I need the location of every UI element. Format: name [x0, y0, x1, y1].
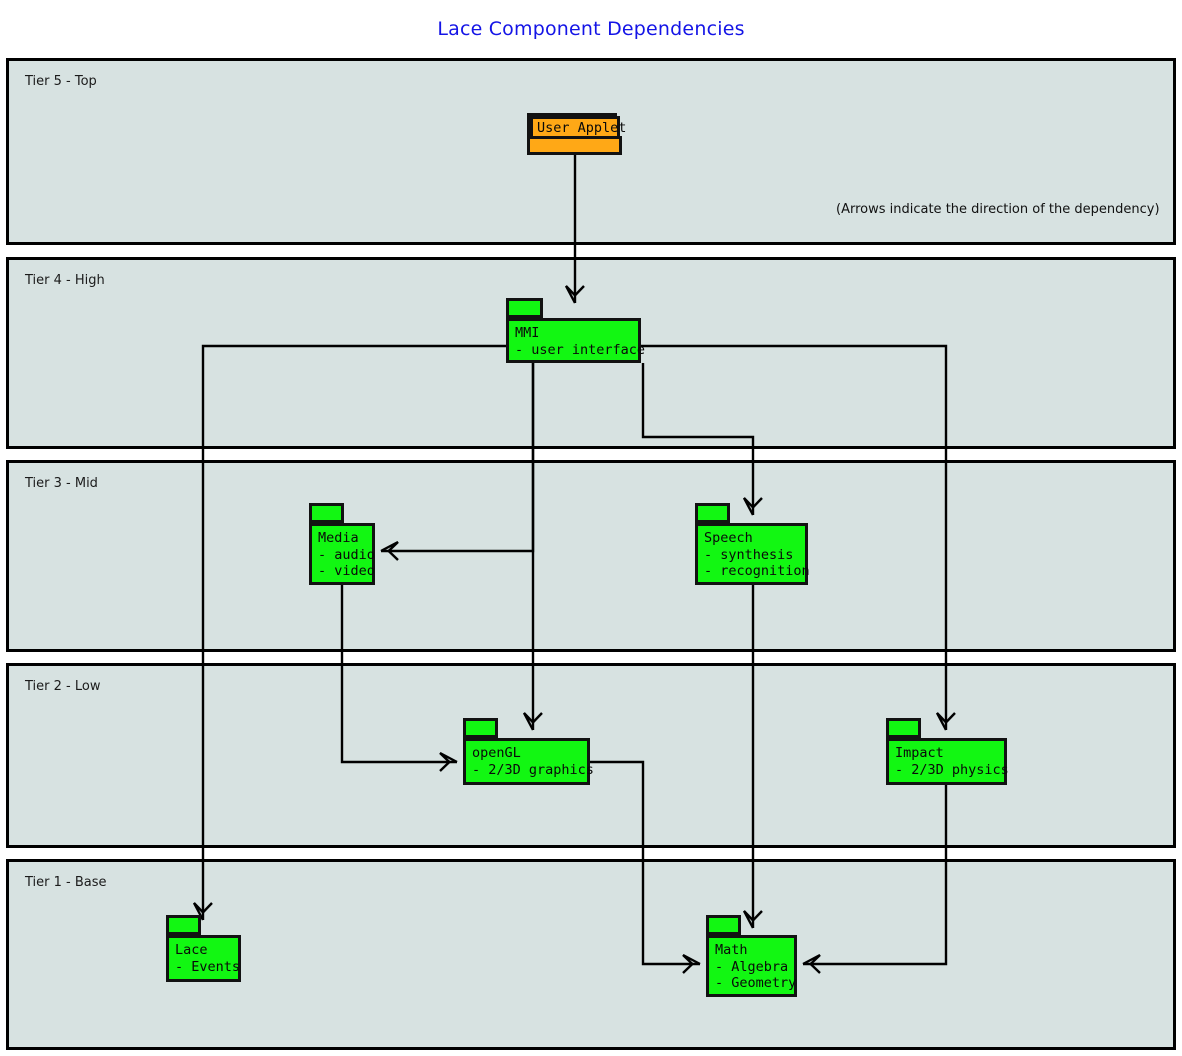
component-line: Media — [318, 530, 359, 546]
component-line: - Geometry — [715, 975, 797, 991]
component-line: MMI — [515, 325, 540, 341]
dependency-arrow-impact-to-math — [802, 785, 948, 974]
component-line: - recognition — [704, 563, 810, 579]
component-line: - 2/3D graphics — [472, 761, 594, 778]
dependency-arrow-mmi-to-lace — [192, 344, 506, 921]
component-body-lace: Lace- Events — [166, 935, 241, 982]
component-line: Math — [715, 942, 748, 958]
package-tab-icon — [309, 503, 344, 523]
tier-label: Tier 2 - Low — [25, 679, 101, 694]
component-body-impact: Impact- 2/3D physics — [886, 738, 1009, 785]
component-line: - video — [318, 563, 375, 579]
component-line: openGL — [472, 745, 521, 761]
dependency-arrow-mmi-to-media — [380, 363, 535, 561]
component-line: - Events — [175, 958, 241, 975]
package-tab-icon — [506, 298, 543, 318]
package-tab-icon — [463, 718, 498, 738]
component-line: - Algebra — [715, 958, 789, 975]
tier-label: Tier 3 - Mid — [25, 476, 98, 491]
tier-label: Tier 5 - Top — [25, 74, 97, 89]
dependency-arrow-mmi-to-opengl — [522, 363, 543, 731]
dependency-arrow-opengl-to-math — [590, 760, 701, 974]
dependency-arrow-mmi-to-impact — [641, 344, 956, 731]
component-body-mmi: MMI- user interface — [506, 318, 646, 363]
component-body-opengl: openGL- 2/3D graphics — [463, 738, 594, 785]
package-tab-icon — [706, 915, 741, 935]
component-line: - user interface — [515, 341, 646, 358]
component-line: Lace — [175, 942, 208, 958]
component-label-user-applet: User Applet — [530, 116, 626, 139]
package-tab-icon — [886, 718, 921, 738]
component-line: Speech — [704, 530, 753, 546]
component-line: Impact — [895, 745, 944, 761]
package-tab-icon — [166, 915, 201, 935]
dependency-arrow-mmi-to-speech — [641, 363, 763, 516]
package-tab-icon — [695, 503, 730, 523]
dependency-arrow-media-to-opengl — [340, 585, 458, 772]
tier-panel-tier2: Tier 2 - Low — [6, 663, 1176, 848]
dependency-arrow-applet-to-mmi — [564, 155, 585, 304]
tier-label: Tier 1 - Base — [25, 875, 107, 890]
component-body-user-applet: User Applet — [527, 116, 626, 155]
dependency-arrow-speech-to-math — [742, 585, 763, 929]
component-line: - 2/3D physics — [895, 761, 1009, 778]
component-body-speech: Speech- synthesis- recognition — [695, 523, 810, 585]
arrow-direction-note: (Arrows indicate the direction of the de… — [836, 202, 1160, 217]
component-body-media: Media- audio- video — [309, 523, 375, 585]
component-line: - synthesis — [704, 546, 794, 563]
component-line: - audio — [318, 546, 375, 563]
component-body-math: Math- Algebra- Geometry — [706, 935, 797, 997]
tier-label: Tier 4 - High — [25, 273, 105, 288]
page-title: Lace Component Dependencies — [437, 18, 745, 40]
tier-panel-tier3: Tier 3 - Mid — [6, 460, 1176, 652]
